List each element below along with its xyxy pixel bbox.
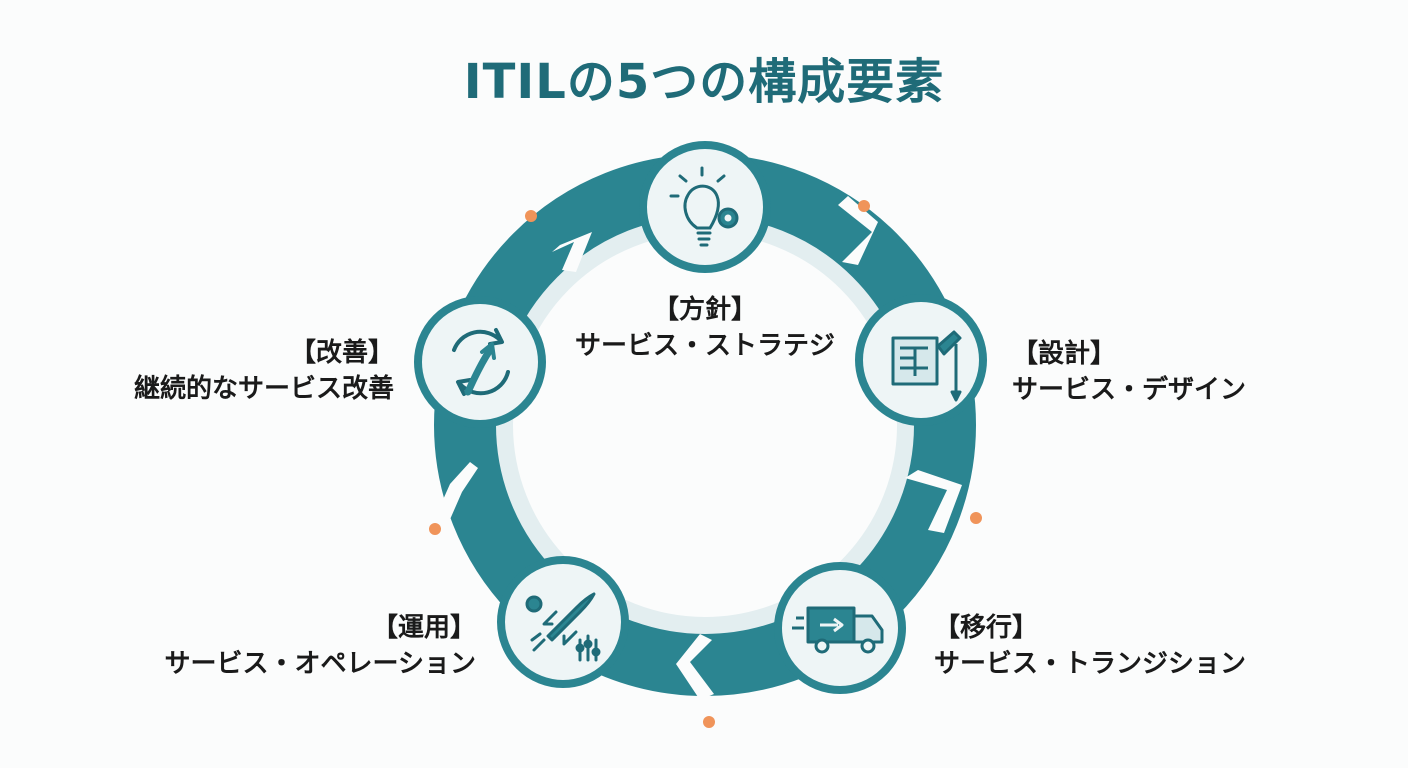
arrow-notch (905, 470, 962, 533)
stage-name: サービス・ストラテジ (574, 331, 835, 361)
arrow-notch (676, 634, 714, 700)
stage-tag: 【移行】 (934, 613, 1039, 643)
accent-dot (970, 512, 982, 524)
diagram-title: ITILの5つの構成要素 (463, 54, 945, 110)
node-transition (774, 562, 906, 694)
stage-tag: 【運用】 (371, 613, 476, 643)
accent-dot (525, 210, 537, 222)
stage-label-strategy: 【方針】 サービス・ストラテジ (552, 292, 858, 364)
delivery-truck-icon (792, 606, 884, 654)
stage-tag: 【設計】 (1012, 339, 1117, 369)
arrow-notch (552, 232, 592, 272)
stage-name: サービス・トランジション (934, 649, 1247, 679)
stage-label-transition: 【移行】 サービス・トランジション (934, 610, 1246, 682)
node-design (855, 294, 987, 426)
rocket-gear-icon (525, 592, 601, 662)
node-strategy (639, 141, 771, 273)
stage-label-improvement: 【改善】 継続的なサービス改善 (80, 335, 394, 407)
arrow-notch (838, 196, 878, 265)
accent-dot (858, 200, 870, 212)
cycle-arrows-icon (452, 328, 510, 396)
stage-label-design: 【設計】 サービス・デザイン (1012, 336, 1246, 408)
accent-dots (429, 200, 982, 728)
stage-tag: 【方針】 (652, 295, 757, 325)
arrow-notch (434, 462, 478, 524)
accent-dot (429, 523, 441, 535)
stage-tag: 【改善】 (289, 338, 394, 368)
stage-name: サービス・デザイン (1012, 375, 1247, 405)
node-improvement (414, 296, 546, 428)
blueprint-pencil-icon (891, 330, 962, 402)
lightbulb-gear-icon (669, 166, 739, 247)
stage-name: サービス・オペレーション (164, 649, 476, 679)
stage-label-operation: 【運用】 サービス・オペレーション (110, 610, 476, 682)
stage-name: 継続的なサービス改善 (133, 374, 394, 404)
ring-arrow-notches (434, 196, 962, 700)
accent-dot (703, 716, 715, 728)
node-operation (497, 556, 629, 688)
